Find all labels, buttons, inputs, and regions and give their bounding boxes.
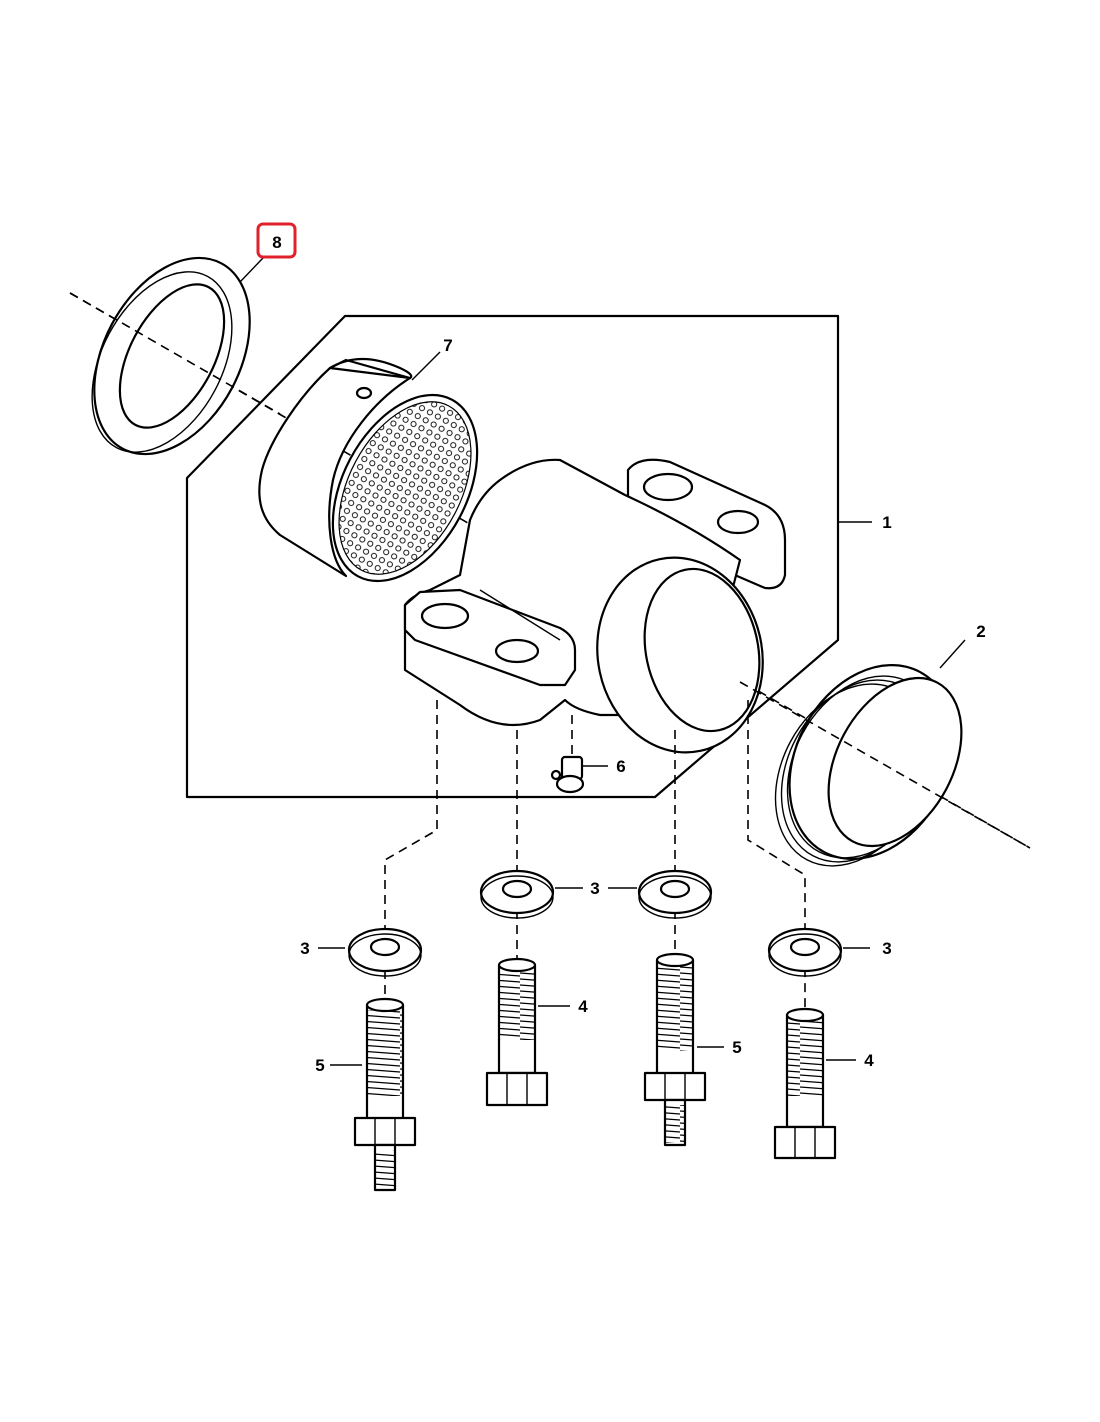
assembly-boundary (185, 314, 840, 799)
highlight-box-callout-8 (256, 222, 297, 259)
stud-2 (643, 952, 707, 1147)
stud-1 (353, 997, 417, 1192)
callout-3-a[interactable]: 3 (300, 939, 309, 958)
housing-part-1 (403, 458, 787, 754)
callout-8[interactable]: 8 (272, 233, 281, 252)
callout-6[interactable]: 6 (616, 757, 625, 776)
washer-2 (479, 869, 555, 919)
washer-3 (637, 869, 713, 919)
bushing-part-7 (258, 358, 479, 583)
callout-4-b[interactable]: 4 (864, 1051, 874, 1070)
callout-3-c[interactable]: 3 (882, 939, 891, 958)
callout-4-a[interactable]: 4 (578, 997, 588, 1016)
washer-1 (347, 927, 423, 977)
callout-2[interactable]: 2 (976, 622, 985, 641)
callout-3-b[interactable]: 3 (590, 879, 599, 898)
callout-5-b[interactable]: 5 (732, 1038, 741, 1057)
bolt-1 (485, 957, 549, 1107)
callout-1[interactable]: 1 (882, 513, 891, 532)
callout-5-a[interactable]: 5 (315, 1056, 324, 1075)
leader-lines (239, 257, 966, 1066)
grease-fitting-part-6 (550, 715, 585, 794)
washer-4 (767, 927, 843, 977)
bolt-2 (773, 1007, 837, 1160)
seal-ring-part-8 (69, 256, 281, 456)
callout-7[interactable]: 7 (443, 336, 452, 355)
threaded-sleeve-part-2 (739, 664, 1031, 867)
